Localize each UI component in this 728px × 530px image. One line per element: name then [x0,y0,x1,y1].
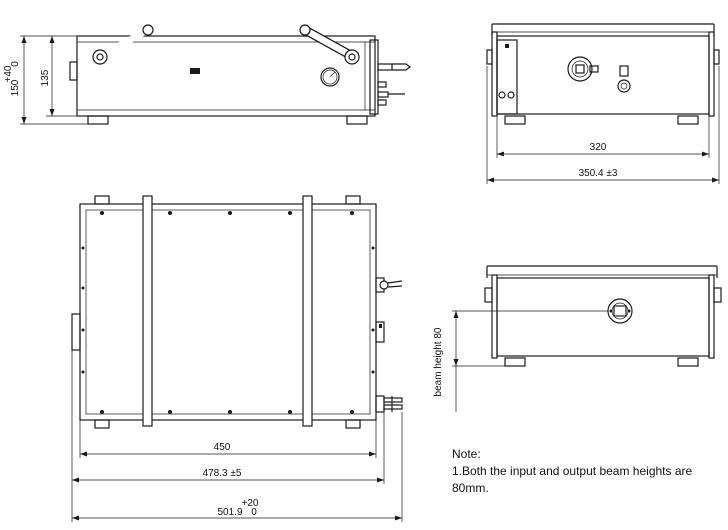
side-height-135: 135 [40,69,51,86]
side-height-tol-upper: +40 [3,65,14,82]
side-height-base: 150 [10,79,21,96]
top-connectors [375,277,403,413]
end-fittings [617,65,631,93]
top-length-tol-upper: +20 [242,498,259,509]
side-height-dimensions [20,35,88,125]
beam-height-label: beam height 80 [433,327,444,396]
pressure-gauge-icon [320,67,340,87]
top-length-base: 501.9 [217,507,242,518]
label-plate [190,68,200,74]
top-view [71,195,403,522]
top-length-dimensions [71,350,403,522]
end-outer-width: 350.4 ±3 [579,168,618,179]
end-width-dimensions [486,66,720,184]
top-length-478: 478.3 ±5 [203,468,242,479]
front-view-body [496,277,710,357]
beam-height-dimension [452,310,608,412]
side-height-tol-lower: 0 [10,61,21,67]
foot [346,115,368,125]
note-heading: Note: [452,447,481,461]
note-line-2: 80mm. [452,481,489,495]
front-view [452,265,722,412]
note-line-1: 1.Both the input and output beam heights… [452,464,693,478]
note-block: Note: 1.Both the input and output beam h… [452,446,727,497]
screws [81,211,375,414]
top-length-tol-lower: 0 [251,507,257,518]
left-handle [92,24,154,65]
end-inner-width: 320 [590,142,607,153]
top-length-450: 450 [214,442,231,453]
foot [87,115,109,125]
right-handle [299,24,360,65]
top-view-body [79,203,377,421]
beam-port-icon [567,56,599,82]
side-view [20,24,411,125]
end-view-body [496,35,710,115]
side-connectors [377,63,411,106]
end-view [486,23,720,184]
strap-bar [142,195,153,427]
strap-bar [302,195,313,427]
beam-port-icon [607,298,633,324]
